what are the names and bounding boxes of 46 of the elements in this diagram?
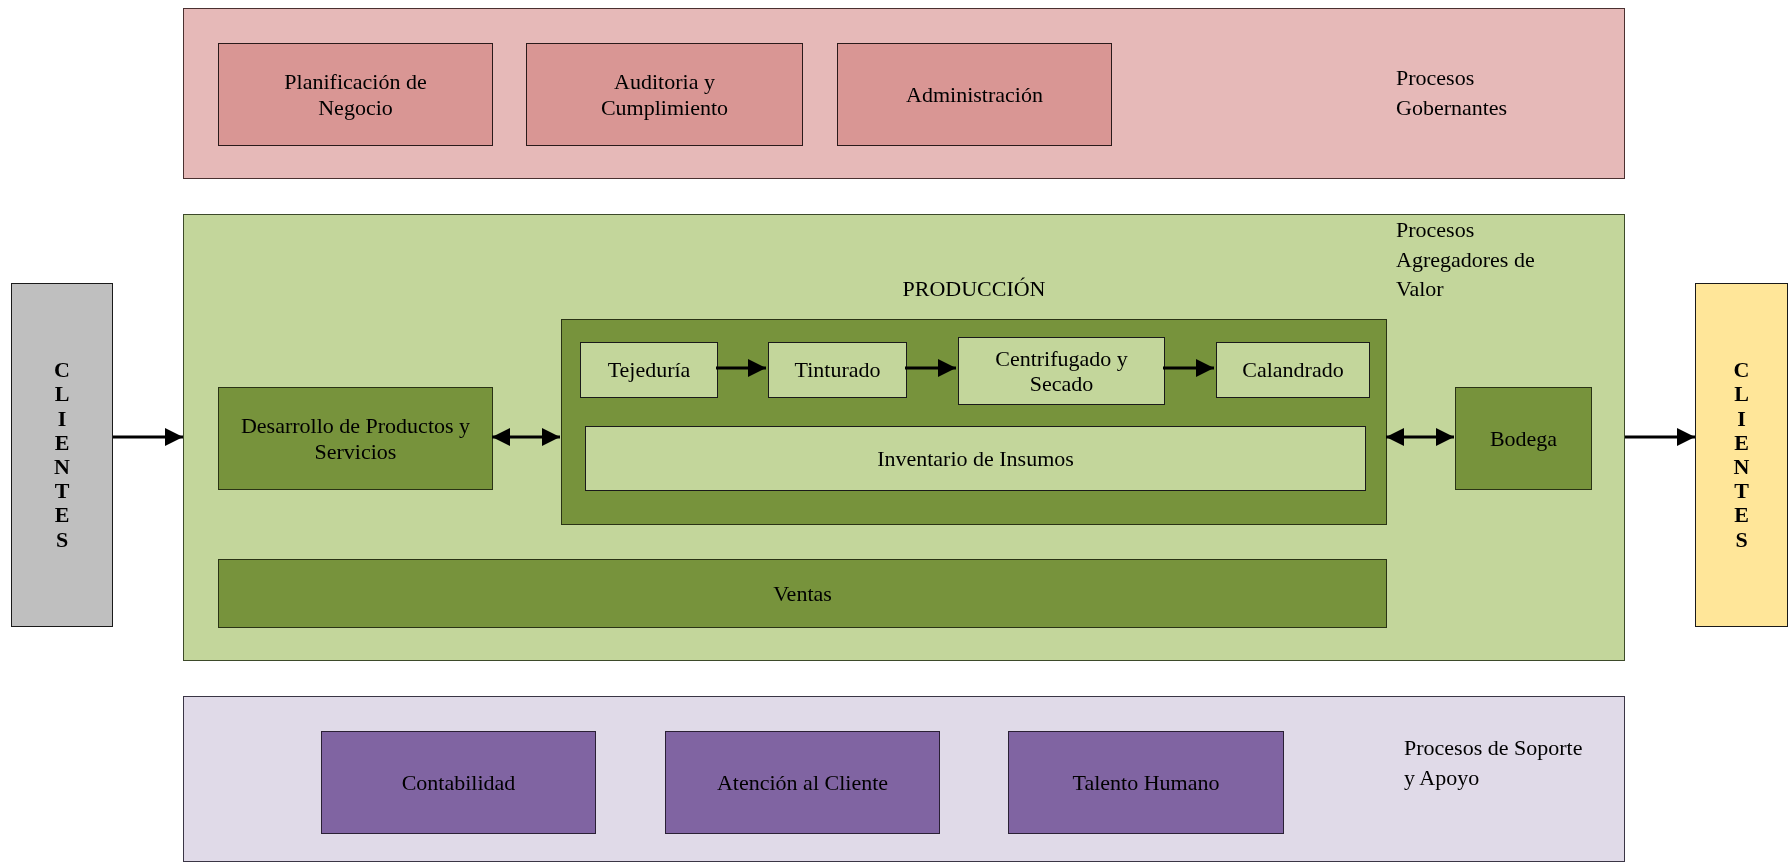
process-box xyxy=(218,387,493,490)
process-box xyxy=(837,43,1112,146)
box-label: Auditoria y Cumplimiento xyxy=(599,69,730,120)
client-box xyxy=(11,283,113,627)
box-label: Inventario de Insumos xyxy=(876,445,1075,472)
box-label: Planificación de Negocio xyxy=(283,69,428,120)
process-box xyxy=(585,426,1366,491)
process-box xyxy=(218,559,1387,628)
box-label: Talento Humano xyxy=(1071,769,1221,796)
arrow xyxy=(113,428,183,446)
band-label: Procesos Agregadores de Valor xyxy=(1396,216,1536,304)
arrow xyxy=(1163,359,1214,377)
process-box xyxy=(1008,731,1284,834)
process-box xyxy=(665,731,940,834)
process-band xyxy=(183,214,1625,661)
arrow xyxy=(1386,428,1454,446)
box-label: Ventas xyxy=(772,580,833,607)
client-box xyxy=(1695,283,1788,627)
box-label: Atención al Cliente xyxy=(715,769,890,796)
box-label: Contabilidad xyxy=(400,769,517,796)
process-band xyxy=(183,696,1625,862)
process-box xyxy=(218,43,493,146)
process-box xyxy=(768,342,907,398)
box-label: Bodega xyxy=(1488,425,1559,452)
box-label: Centrifugado y Secado xyxy=(994,345,1129,397)
arrow xyxy=(492,428,560,446)
process-box xyxy=(321,731,596,834)
box-label: Administración xyxy=(905,81,1044,108)
arrow xyxy=(905,359,956,377)
band-label: Procesos de Soporte y Apoyo xyxy=(1404,734,1584,792)
box-label: Tinturado xyxy=(793,357,882,383)
vertical-label: CLIENTES xyxy=(1732,358,1751,552)
box-label: Desarrollo de Productos y Servicios xyxy=(239,413,472,464)
process-box xyxy=(526,43,803,146)
box-label: Tejeduría xyxy=(606,357,692,383)
group-heading: PRODUCCIÓN xyxy=(901,276,1047,302)
band-label: Procesos Gobernantes xyxy=(1396,64,1509,122)
process-box xyxy=(1455,387,1592,490)
process-band xyxy=(183,8,1625,179)
arrow xyxy=(1625,428,1695,446)
process-box xyxy=(580,342,718,398)
vertical-label: CLIENTES xyxy=(53,358,71,552)
process-box xyxy=(1216,342,1370,398)
process-box xyxy=(958,337,1165,405)
box-label: Calandrado xyxy=(1241,357,1345,383)
arrow xyxy=(716,359,766,377)
